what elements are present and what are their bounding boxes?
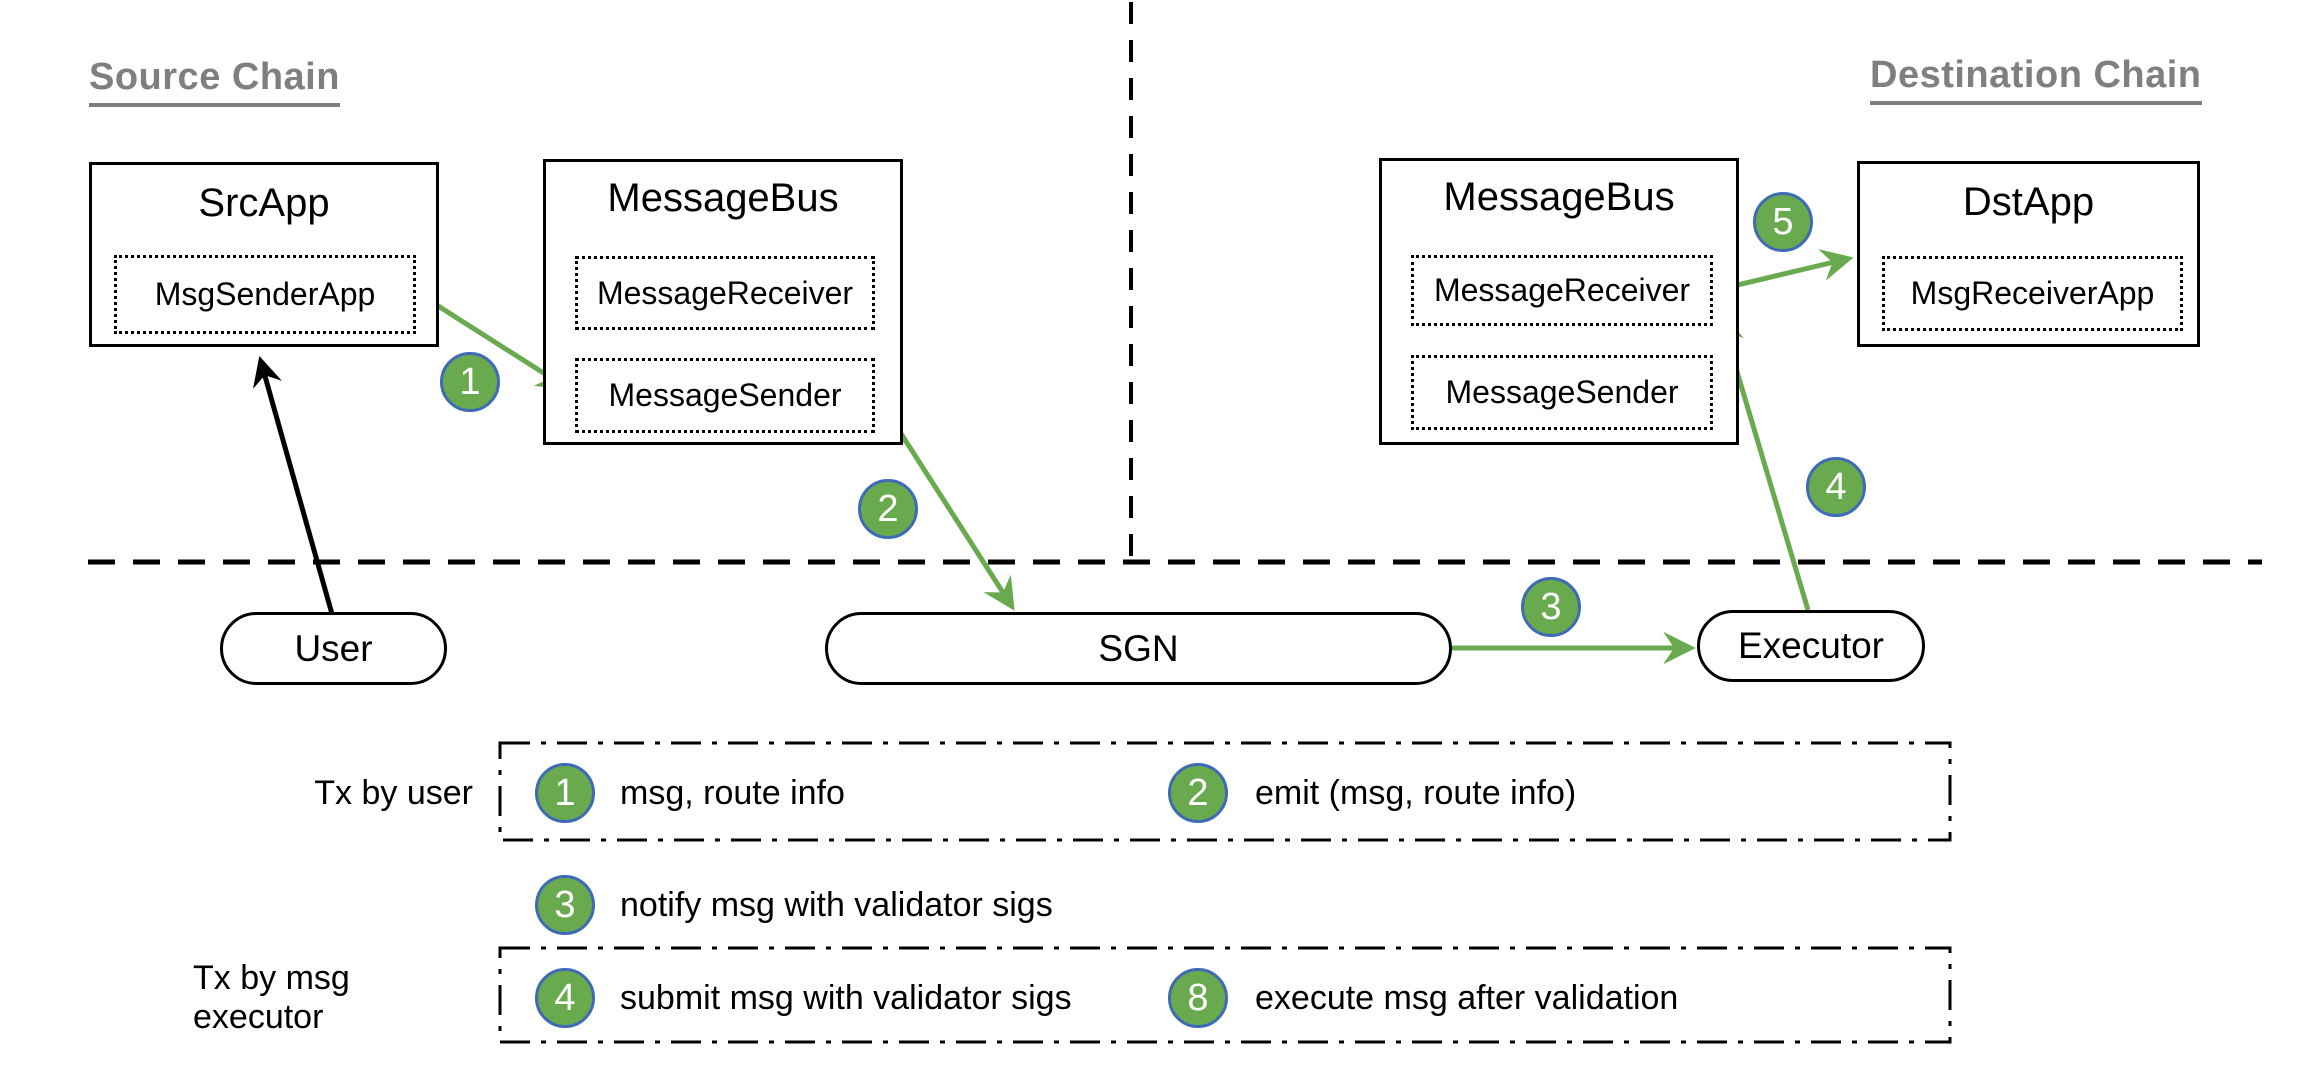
sgn-pill: SGN <box>825 612 1452 685</box>
message-bus-destination-box: MessageBus MessageReceiver MessageSender <box>1379 158 1739 445</box>
message-sender-source-box: MessageSender <box>575 358 875 433</box>
legend-row2-label: Tx by msg executor <box>193 959 350 1036</box>
message-sender-destination-box: MessageSender <box>1411 355 1713 430</box>
legend-item-8-text: execute msg after validation <box>1255 978 1679 1017</box>
destination-chain-heading: Destination Chain <box>1870 54 2202 105</box>
step-badge-2: 2 <box>858 479 918 539</box>
dst-app-title: DstApp <box>1962 180 2095 224</box>
executor-pill: Executor <box>1697 610 1925 682</box>
legend-badge-4: 4 <box>535 968 595 1028</box>
step-badge-5: 5 <box>1753 192 1813 252</box>
step-badge-3: 3 <box>1521 577 1581 637</box>
legend-row1-label: Tx by user <box>314 773 473 812</box>
legend-badge-2: 2 <box>1168 763 1228 823</box>
legend-item-2-text: emit (msg, route info) <box>1255 773 1577 812</box>
arrow-user-to-srcapp <box>253 355 335 615</box>
legend-badge-1: 1 <box>535 763 595 823</box>
message-receiver-source-box: MessageReceiver <box>575 256 875 330</box>
src-app-box: SrcApp MsgSenderApp <box>89 162 439 347</box>
message-bus-source-box: MessageBus MessageReceiver MessageSender <box>543 159 903 445</box>
legend-item-4-text: submit msg with validator sigs <box>620 978 1072 1017</box>
msg-receiver-app-box: MsgReceiverApp <box>1882 256 2183 331</box>
legend-item-3-text: notify msg with validator sigs <box>620 885 1053 924</box>
message-bus-destination-title: MessageBus <box>1443 175 1675 219</box>
step-badge-4: 4 <box>1806 457 1866 517</box>
src-app-title: SrcApp <box>198 181 330 225</box>
legend-badge-8: 8 <box>1168 968 1228 1028</box>
legend-item-1-text: msg, route info <box>620 773 845 812</box>
dst-app-box: DstApp MsgReceiverApp <box>1857 161 2200 347</box>
source-chain-heading: Source Chain <box>89 56 340 107</box>
user-pill: User <box>220 612 447 685</box>
message-bus-source-title: MessageBus <box>607 176 839 220</box>
legend-badge-3: 3 <box>535 875 595 935</box>
message-receiver-destination-box: MessageReceiver <box>1411 255 1713 326</box>
step-badge-1: 1 <box>440 352 500 412</box>
msg-sender-app-box: MsgSenderApp <box>114 255 416 334</box>
